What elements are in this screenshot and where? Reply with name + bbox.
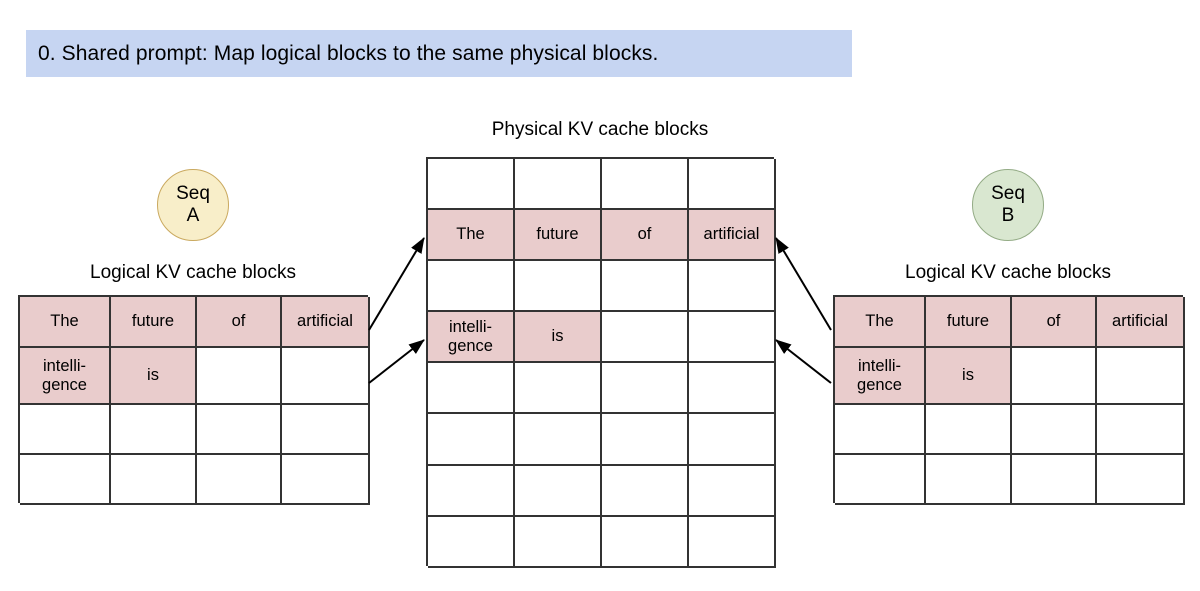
block-cell-empty bbox=[515, 261, 602, 313]
block-cell-empty bbox=[602, 363, 689, 415]
physical-blocks-caption: Physical KV cache blocks bbox=[491, 119, 709, 140]
block-cell-empty bbox=[197, 405, 282, 455]
block-cell-empty bbox=[428, 465, 515, 517]
block-cell-empty bbox=[1097, 455, 1185, 505]
block-cell-token: intelli-gence bbox=[428, 312, 515, 364]
block-cell-token: of bbox=[602, 210, 689, 262]
block-cell-empty bbox=[1097, 348, 1185, 405]
block-cell-empty bbox=[428, 516, 515, 568]
block-cell-empty bbox=[111, 455, 197, 505]
block-cell-empty bbox=[689, 414, 776, 466]
block-cell-token: of bbox=[1012, 297, 1097, 348]
block-cell-empty bbox=[1097, 405, 1185, 455]
block-cell-empty bbox=[602, 312, 689, 364]
block-cell-empty bbox=[515, 363, 602, 415]
logical-blocks-caption-a: Logical KV cache blocks bbox=[90, 262, 296, 283]
block-cell-token: is bbox=[926, 348, 1012, 405]
block-cell-empty bbox=[689, 261, 776, 313]
block-cell-empty bbox=[926, 405, 1012, 455]
block-cell-empty bbox=[602, 516, 689, 568]
block-cell-empty bbox=[515, 159, 602, 211]
block-cell-empty bbox=[428, 261, 515, 313]
block-cell-token: artificial bbox=[282, 297, 370, 348]
block-cell-empty bbox=[20, 455, 111, 505]
block-cell-token: The bbox=[20, 297, 111, 348]
block-cell-token: future bbox=[515, 210, 602, 262]
block-cell-empty bbox=[689, 312, 776, 364]
block-cell-token: of bbox=[197, 297, 282, 348]
block-cell-token: artificial bbox=[1097, 297, 1185, 348]
block-cell-empty bbox=[282, 455, 370, 505]
block-cell-token: is bbox=[111, 348, 197, 405]
block-cell-empty bbox=[1012, 455, 1097, 505]
block-cell-empty bbox=[515, 465, 602, 517]
block-cell-token: intelli-gence bbox=[835, 348, 926, 405]
block-cell-empty bbox=[515, 516, 602, 568]
block-cell-empty bbox=[689, 159, 776, 211]
block-cell-token: artificial bbox=[689, 210, 776, 262]
block-cell-empty bbox=[689, 363, 776, 415]
title-banner: 0. Shared prompt: Map logical blocks to … bbox=[26, 30, 852, 77]
seq-a-label-line1: Seq bbox=[176, 183, 210, 204]
block-cell-empty bbox=[602, 465, 689, 517]
block-cell-empty bbox=[428, 159, 515, 211]
block-cell-empty bbox=[602, 159, 689, 211]
block-cell-empty bbox=[602, 261, 689, 313]
block-cell-empty bbox=[926, 455, 1012, 505]
seq-a-label-line2: A bbox=[186, 205, 200, 226]
block-cell-empty bbox=[282, 405, 370, 455]
banner-text: 0. Shared prompt: Map logical blocks to … bbox=[38, 41, 659, 65]
block-cell-token: future bbox=[926, 297, 1012, 348]
block-cell-empty bbox=[1012, 405, 1097, 455]
seq-b-badge: Seq B bbox=[972, 169, 1044, 241]
arrow-b-row1-to-physical-row2 bbox=[775, 237, 832, 331]
block-cell-empty bbox=[428, 363, 515, 415]
block-cell-empty bbox=[282, 348, 370, 405]
seq-b-label-line2: B bbox=[1001, 205, 1015, 226]
block-cell-empty bbox=[602, 414, 689, 466]
seq-a-badge: Seq A bbox=[157, 169, 229, 241]
block-cell-token: is bbox=[515, 312, 602, 364]
block-cell-empty bbox=[689, 465, 776, 517]
block-cell-empty bbox=[689, 516, 776, 568]
block-cell-empty bbox=[1012, 348, 1097, 405]
block-cell-empty bbox=[20, 405, 111, 455]
block-cell-token: The bbox=[428, 210, 515, 262]
logical-blocks-caption-b: Logical KV cache blocks bbox=[905, 262, 1111, 283]
block-cell-empty bbox=[515, 414, 602, 466]
block-cell-empty bbox=[197, 455, 282, 505]
arrow-a-row2-to-physical-row4 bbox=[368, 339, 425, 384]
block-cell-empty bbox=[197, 348, 282, 405]
block-cell-empty bbox=[111, 405, 197, 455]
block-cell-token: future bbox=[111, 297, 197, 348]
block-cell-empty bbox=[835, 455, 926, 505]
block-cell-empty bbox=[835, 405, 926, 455]
arrow-b-row2-to-physical-row4 bbox=[775, 339, 832, 384]
seq-b-label-line1: Seq bbox=[991, 183, 1025, 204]
block-cell-token: The bbox=[835, 297, 926, 348]
block-cell-empty bbox=[428, 414, 515, 466]
block-cell-token: intelli-gence bbox=[20, 348, 111, 405]
arrow-a-row1-to-physical-row2 bbox=[368, 237, 425, 331]
